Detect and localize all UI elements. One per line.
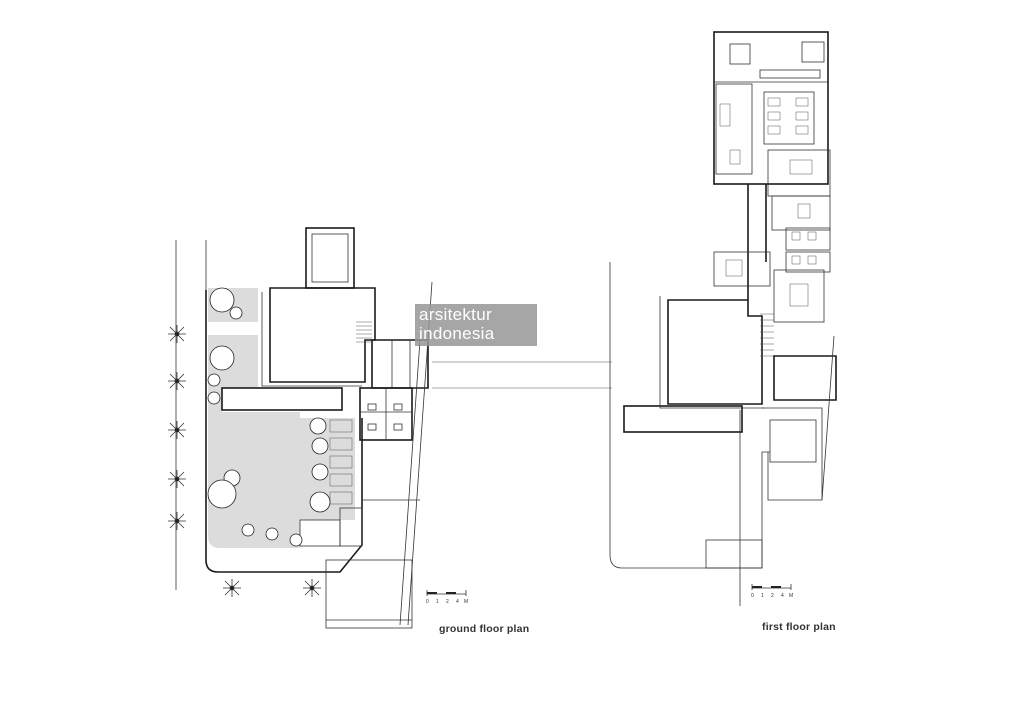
scale-label: 4 [456,599,459,605]
scale-label: 2 [771,593,774,599]
first-floor-caption: first floor plan [762,621,836,633]
scale-label: 0 [751,593,754,599]
scale-label: 1 [761,593,764,599]
watermark-line-2: indonesia [419,324,495,343]
first-floor-plan [609,31,837,606]
scale-bar-ground [426,590,467,596]
scale-label: 0 [426,599,429,605]
scale-label: 2 [446,599,449,605]
ground-floor-plan [168,227,433,629]
scale-label: 4 [781,593,784,599]
scale-labels-first: 0 1 2 4 M [751,593,793,599]
scale-label: 1 [436,599,439,605]
scale-label: M [789,593,793,599]
scale-labels-ground: 0 1 2 4 M [426,599,468,605]
watermark: arsitektur indonesia [415,304,537,346]
scale-bar-first [751,584,792,590]
scale-label: M [464,599,468,605]
ground-floor-caption: ground floor plan [439,623,530,635]
watermark-line-1: arsitektur [419,305,492,324]
